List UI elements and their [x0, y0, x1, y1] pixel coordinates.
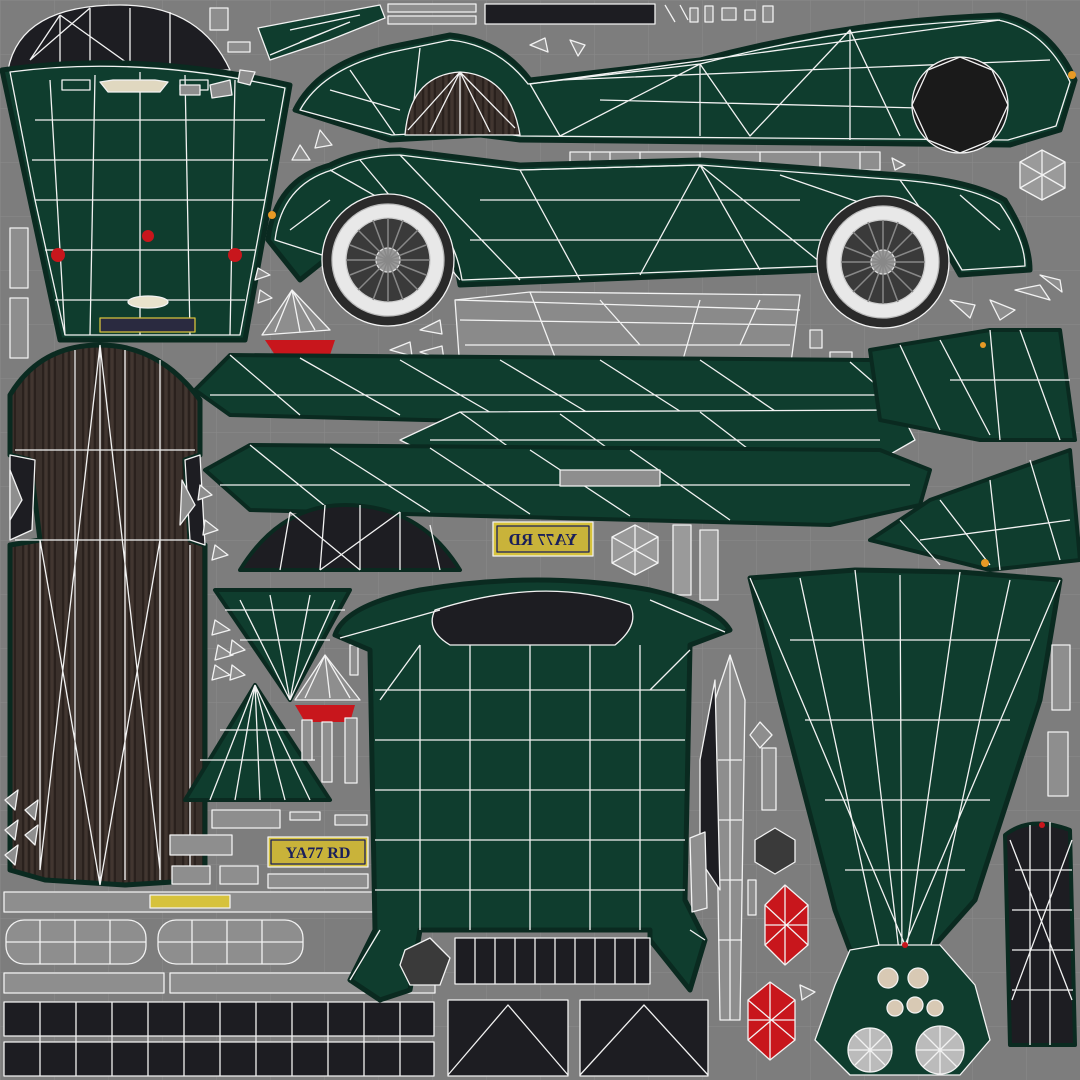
headlamp-cluster-icons [847, 967, 965, 1075]
running-board-panel [3, 1001, 435, 1077]
front-plate-text: YA77 RD [286, 845, 351, 862]
front-license-plate: YA77 RD [267, 836, 369, 868]
headlamp-icon-lower [747, 981, 796, 1061]
small-parts-right-edge [1047, 644, 1071, 797]
headlamp-icon-upper [764, 884, 809, 966]
radiator-cowl-panel [183, 588, 352, 802]
door-sill-panel [193, 353, 932, 527]
chassis-underside-panel [454, 291, 801, 371]
front-windscreen-panel [7, 4, 231, 71]
small-trim-pieces-top [179, 3, 774, 161]
front-right-lamp [228, 248, 242, 262]
rear-grille-panel [399, 937, 709, 1077]
rear-deck-panel [332, 577, 733, 1003]
sill-badge-slot [559, 469, 661, 487]
front-plate-slot [99, 317, 196, 333]
hex-bolt-icon-top [1019, 149, 1066, 201]
rear-window-panel [238, 503, 462, 572]
exhaust-pipe-piece [699, 654, 746, 1021]
rear-license-plate: YA77 RD [492, 521, 594, 557]
front-wire-wheel-icon [816, 195, 950, 329]
front-bonnet-panel [0, 60, 293, 343]
small-triangles-left [4, 469, 246, 866]
hex-bolt-icon-mid [611, 524, 719, 601]
lower-side-body-panel [265, 147, 1033, 288]
upper-side-body-panel [292, 12, 1078, 154]
wood-interior-panel [7, 342, 208, 888]
tail-lamp-icon-left [261, 289, 335, 355]
seat-back-panel [1003, 821, 1077, 1047]
tail-lamp-icon-mid [294, 644, 361, 784]
front-left-lamp [51, 248, 65, 262]
rear-wire-wheel-icon [321, 193, 455, 327]
trim-bars-bottom-left [3, 809, 436, 994]
small-parts-right-column [689, 721, 816, 1001]
rear-plate-text: YA77 RD [509, 530, 578, 549]
rear-quarter-panel [868, 328, 1080, 572]
